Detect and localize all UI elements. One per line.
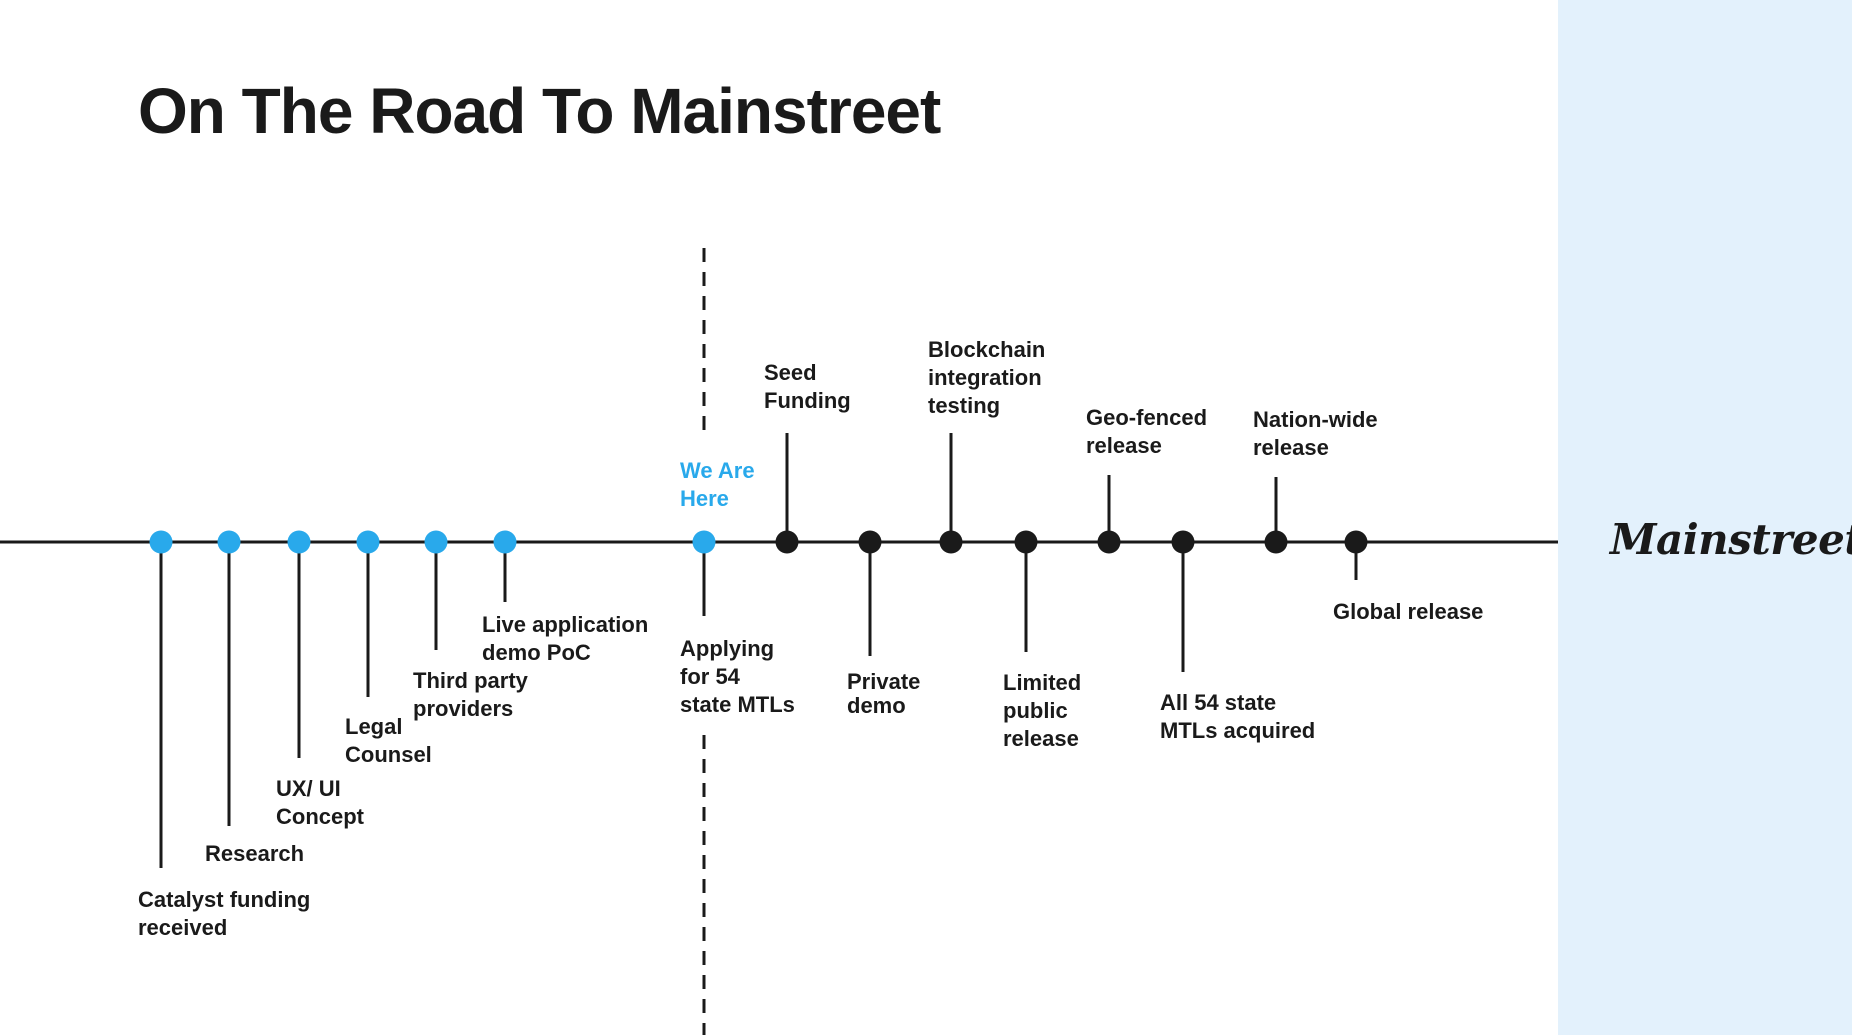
- milestone-label: Blockchain integration testing: [928, 337, 1046, 418]
- milestone-label: Legal Counsel: [345, 714, 432, 767]
- we-are-here-label: We Are Here: [680, 458, 755, 511]
- milestone-label: Research: [205, 841, 305, 866]
- completed-milestone-dot: [692, 530, 716, 554]
- milestone-label: Third party providers: [413, 668, 528, 721]
- milestone-label: Private demo: [847, 669, 921, 718]
- completed-milestone-dot: [424, 530, 448, 554]
- milestone-label: Applying for 54 state MTLs: [680, 636, 795, 717]
- completed-milestone-dot: [493, 530, 517, 554]
- upcoming-milestone-dot: [1097, 530, 1121, 554]
- brand-side-panel: [1558, 0, 1852, 1035]
- completed-milestone-dot: [356, 530, 380, 554]
- milestone-label: Nation-wide release: [1253, 407, 1378, 460]
- milestone-label: Global release: [1333, 599, 1484, 624]
- milestone-label: Limited public release: [1003, 670, 1082, 751]
- upcoming-milestone-dot: [1264, 530, 1288, 554]
- upcoming-milestone-dot: [1014, 530, 1038, 554]
- milestone-label: Live application demo PoC: [482, 612, 649, 665]
- milestone-label: All 54 state MTLs acquired: [1160, 690, 1316, 743]
- upcoming-milestone-dot: [939, 530, 963, 554]
- upcoming-milestone-dot: [1344, 530, 1368, 554]
- milestone-label: UX/ UI Concept: [276, 776, 364, 829]
- completed-milestone-dot: [217, 530, 241, 554]
- milestone-label: Geo-fenced release: [1086, 405, 1208, 458]
- completed-milestone-dot: [149, 530, 173, 554]
- mainstreet-logo: Mainstreet: [1610, 515, 1852, 564]
- page-title: On The Road To Mainstreet: [138, 75, 941, 147]
- upcoming-milestone-dot: [775, 530, 799, 554]
- upcoming-milestone-dot: [858, 530, 882, 554]
- milestone-label: Seed Funding: [764, 360, 851, 413]
- roadmap-timeline: [0, 248, 1558, 1035]
- upcoming-milestone-dot: [1171, 530, 1195, 554]
- milestone-label: Catalyst funding received: [138, 887, 311, 940]
- completed-milestone-dot: [287, 530, 311, 554]
